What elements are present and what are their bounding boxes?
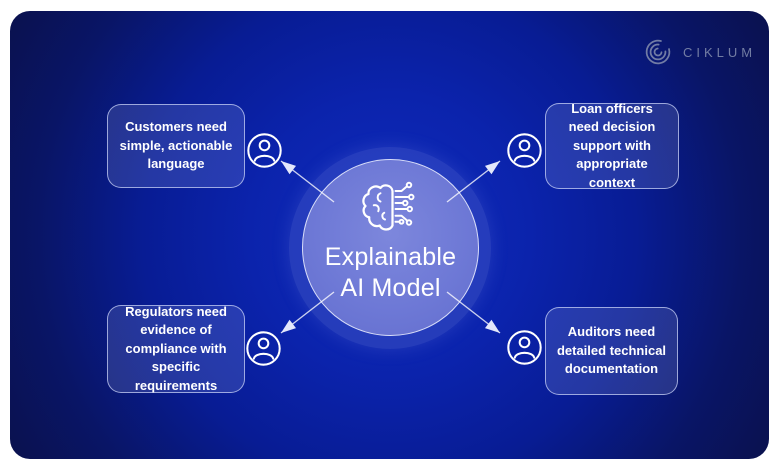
ai-brain-circuit-icon xyxy=(361,181,414,231)
stakeholder-box-customers: Customers need simple, actionable langua… xyxy=(107,104,245,188)
stakeholder-label: Loan officers need decision support with… xyxy=(568,100,656,190)
background-card: CIKLUM Explainable AI Model xyxy=(10,11,769,459)
center-title-line2: AI Model xyxy=(340,273,441,302)
center-title-line1: Explainable xyxy=(324,243,457,271)
ciklum-arcs-icon xyxy=(645,39,671,65)
stakeholder-box-auditors: Auditors need detailed technical documen… xyxy=(545,307,678,395)
brand-name: CIKLUM xyxy=(683,44,757,60)
center-title: Explainable AI Model xyxy=(325,242,456,303)
person-icon xyxy=(247,133,282,168)
stakeholder-box-regulators: Regulators need evidence of compliance w… xyxy=(107,303,245,393)
person-icon xyxy=(246,331,281,366)
stakeholder-label: Customers need simple, actionable langua… xyxy=(119,119,233,172)
brand-logo: CIKLUM xyxy=(644,38,756,66)
center-node-explainable-ai: Explainable AI Model xyxy=(302,159,479,336)
stakeholder-label: Regulators need evidence of compliance w… xyxy=(125,303,227,393)
person-icon xyxy=(507,133,542,168)
stakeholder-label: Auditors need detailed technical documen… xyxy=(556,324,667,377)
person-icon xyxy=(507,330,542,365)
stakeholder-box-loan-officers: Loan officers need decision support with… xyxy=(545,100,679,190)
